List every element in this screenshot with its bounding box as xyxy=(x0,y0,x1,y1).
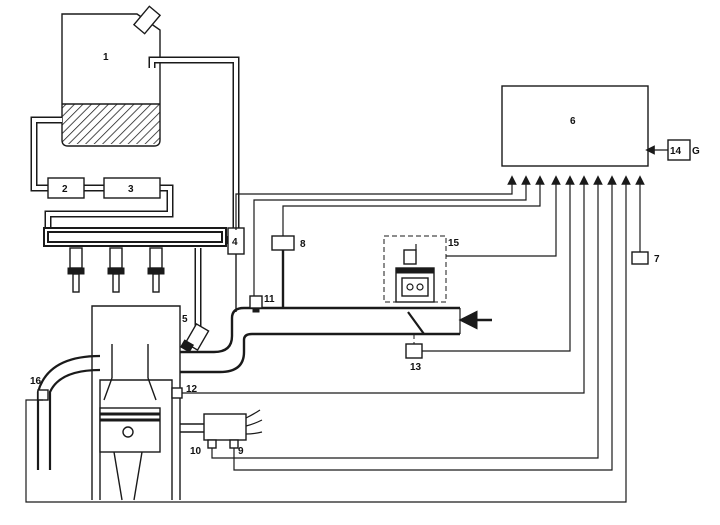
sensor9-label: 9 xyxy=(238,446,244,457)
sensor16-label: 16 xyxy=(30,376,42,387)
signal-wires xyxy=(25,180,645,503)
fuel-filter: 3 xyxy=(103,177,161,199)
ecu: 6 xyxy=(501,85,649,167)
module-15: 15 xyxy=(383,235,460,303)
module15-label: 15 xyxy=(448,238,460,249)
sensor-12: 12 xyxy=(171,384,198,399)
sensor11-label: 11 xyxy=(264,294,275,305)
filler-cap-icon xyxy=(132,5,162,35)
module14-label: 14 xyxy=(670,146,682,157)
fuel-rail xyxy=(43,227,227,293)
rail-injector xyxy=(107,247,125,293)
filter-label: 3 xyxy=(128,184,134,195)
sensor8-label: 8 xyxy=(300,239,306,250)
fuel-tank: 1 xyxy=(61,5,162,147)
sensor-7: 7 xyxy=(631,251,660,265)
engine-block xyxy=(36,305,181,501)
manifold-injector: 5 xyxy=(179,314,210,353)
fuel-lines xyxy=(30,56,240,328)
fuel-pump: 2 xyxy=(47,177,85,199)
intake-manifold xyxy=(180,306,492,374)
sensor-8: 8 xyxy=(271,235,306,308)
sensor-11: 11 xyxy=(249,294,275,313)
pressure-regulator: 4 xyxy=(227,227,245,312)
ecu-label: 6 xyxy=(570,116,576,127)
injector-label: 5 xyxy=(182,314,188,325)
sensor-9-10: 10 9 xyxy=(180,409,263,457)
pump-label: 2 xyxy=(62,184,68,195)
rail-injector xyxy=(147,247,165,293)
module-14: 14 G xyxy=(645,139,700,161)
sensor12-label: 12 xyxy=(186,384,198,395)
sensor13-label: 13 xyxy=(410,362,422,373)
tank-label: 1 xyxy=(103,52,109,63)
rail-injector xyxy=(67,247,85,293)
sensor7-label: 7 xyxy=(654,254,660,265)
ecu-input-label: G xyxy=(692,146,700,157)
regulator-label: 4 xyxy=(232,237,238,248)
sensor10-label: 10 xyxy=(190,446,202,457)
sensor-13: 13 xyxy=(405,343,423,373)
